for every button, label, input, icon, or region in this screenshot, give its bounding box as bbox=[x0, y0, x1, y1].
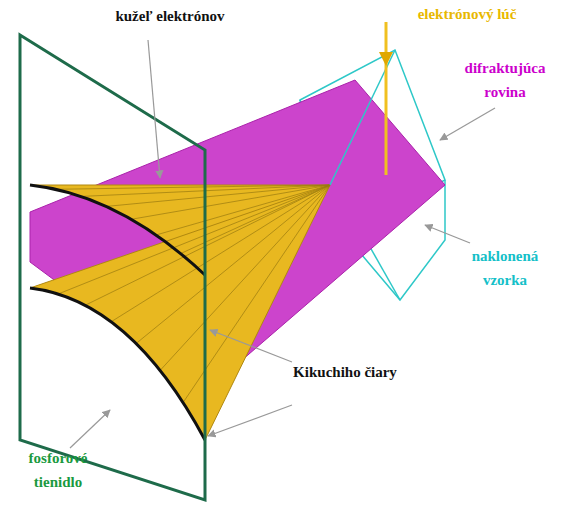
sample-label: naklonená vzorka bbox=[452, 244, 558, 292]
kikuchi-line bbox=[30, 288, 205, 440]
beam-label: elektrónový lúč bbox=[392, 2, 542, 26]
lower-cone bbox=[30, 185, 330, 440]
screen-label: fosforové tienidlo bbox=[8, 446, 108, 494]
cone-label: kužeľ elektrónov bbox=[90, 4, 250, 28]
electron-beam bbox=[385, 22, 388, 175]
kikuchi-line bbox=[30, 185, 205, 275]
beam-arrowhead bbox=[379, 52, 393, 66]
phosphor-screen bbox=[20, 35, 205, 500]
plane-label: difraktujúca rovina bbox=[452, 56, 558, 104]
cone-rays bbox=[56, 185, 330, 403]
kikuchi-label: Kikuchiho čiary bbox=[292, 360, 398, 384]
leader-lines bbox=[70, 40, 495, 448]
